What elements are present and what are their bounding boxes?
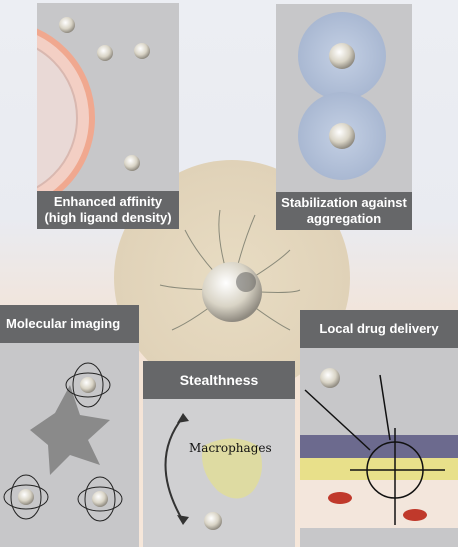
panel-enhanced-affinity: Enhanced affinity (high ligand density) (37, 3, 179, 229)
affinity-label: Enhanced affinity (high ligand density) (37, 191, 179, 229)
nanoparticle-icon (59, 17, 150, 171)
imaging-illustration (3, 362, 123, 522)
panel-stabilization: Stabilization against aggregation (276, 4, 412, 230)
panel-molecular-imaging: Molecular imaging (0, 305, 139, 547)
stealth-label: Stealthness (143, 361, 295, 399)
panel-local-drug-delivery: Local drug delivery (300, 310, 458, 547)
delivery-illustration (300, 368, 458, 528)
stabilization-illustration (298, 12, 386, 180)
stealth-illustration (164, 413, 262, 530)
affinity-illustration (37, 17, 150, 208)
stabilization-label: Stabilization against aggregation (276, 192, 412, 230)
imaging-label: Molecular imaging (0, 305, 139, 343)
delivery-label: Local drug delivery (300, 310, 458, 348)
panel-stealthness: Stealthness Macrophages (143, 361, 295, 547)
macrophages-label: Macrophages (189, 441, 272, 455)
target-crosshair-icon (304, 374, 445, 525)
